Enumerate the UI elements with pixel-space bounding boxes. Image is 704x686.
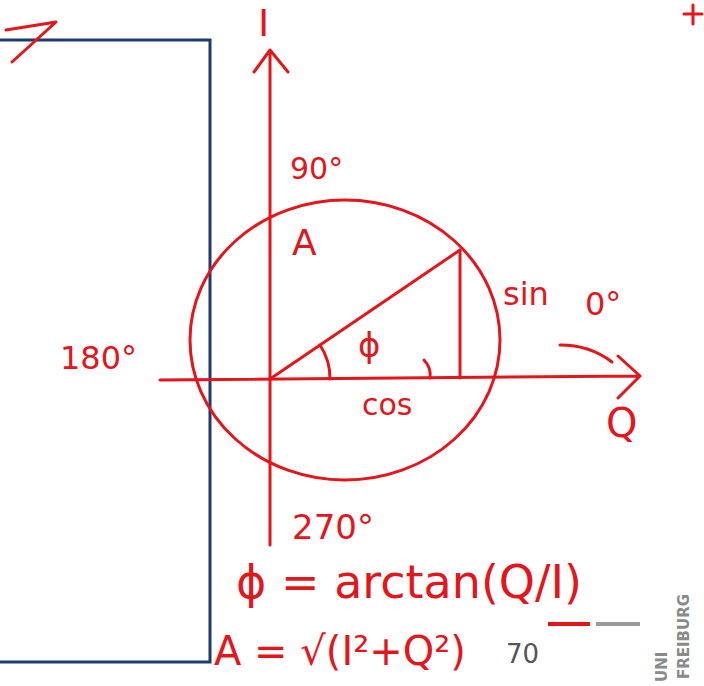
phase-label: ϕ — [358, 326, 380, 365]
vector-line — [270, 250, 460, 379]
stray-stroke — [6, 22, 56, 62]
logo-text: UNI — [654, 652, 671, 682]
sin-label: sin — [503, 276, 549, 313]
logo-bar — [596, 622, 640, 626]
amplitude-label: A — [292, 222, 317, 263]
angle-label: 90° — [290, 152, 343, 187]
unit-circle — [190, 200, 500, 480]
amplitude-formula: A = √(I²+Q²) — [214, 628, 466, 674]
logo-text: FREIBURG — [676, 594, 693, 679]
cos-label: cos — [362, 388, 412, 423]
arrow-stroke — [560, 345, 612, 362]
stray-stroke — [684, 5, 702, 24]
i-axis — [254, 50, 288, 545]
axis-label: Q — [606, 400, 637, 446]
angle-label: 0° — [585, 286, 621, 323]
angle-arc — [424, 360, 430, 378]
phase-formula: ϕ = arctan(Q/I) — [236, 556, 582, 609]
page-number: 70 — [506, 640, 539, 670]
panel-border — [0, 40, 210, 662]
logo-bar — [548, 622, 590, 626]
angle-label: 270° — [292, 508, 374, 547]
angle-label: 180° — [60, 340, 137, 377]
axis-label: I — [258, 2, 269, 46]
angle-arc — [320, 345, 330, 379]
sin-line — [459, 250, 462, 378]
